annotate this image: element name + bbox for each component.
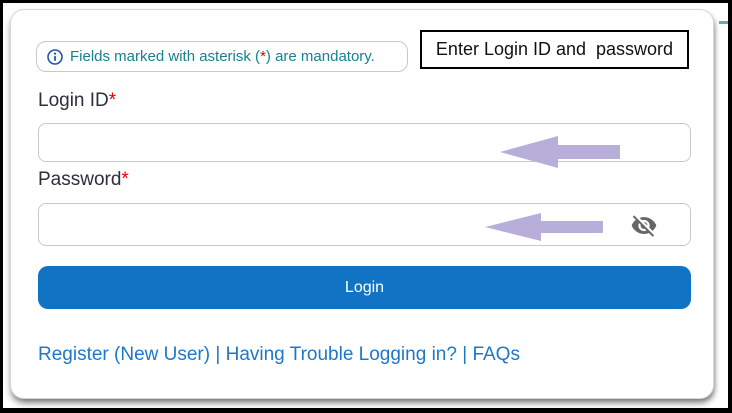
link-separator: |	[210, 344, 226, 365]
password-label: Password*	[38, 169, 129, 190]
teal-dash-mark	[719, 21, 728, 24]
annotation-note-text: Enter Login ID and password	[435, 39, 674, 59]
mandatory-fields-text: Fields marked with asterisk (*) are mand…	[70, 48, 375, 65]
annotation-note-box: Enter Login ID and password	[420, 30, 689, 69]
toggle-password-visibility-button[interactable]	[623, 207, 665, 243]
mandatory-fields-banner: Fields marked with asterisk (*) are mand…	[36, 41, 408, 72]
login-button[interactable]: Login	[38, 266, 691, 309]
login-id-input[interactable]	[38, 123, 691, 162]
info-circle-icon	[47, 48, 63, 65]
trouble-logging-in-link[interactable]: Having Trouble Logging in?	[225, 344, 457, 365]
eye-off-icon	[628, 212, 660, 239]
login-id-label: Login ID*	[38, 90, 117, 111]
login-card: Fields marked with asterisk (*) are mand…	[10, 9, 714, 399]
register-link[interactable]: Register (New User)	[38, 344, 211, 365]
link-separator: |	[456, 344, 473, 365]
faqs-link[interactable]: FAQs	[472, 344, 520, 365]
footer-links: Register (New User) | Having Trouble Log…	[38, 344, 520, 366]
password-input[interactable]	[38, 203, 691, 246]
